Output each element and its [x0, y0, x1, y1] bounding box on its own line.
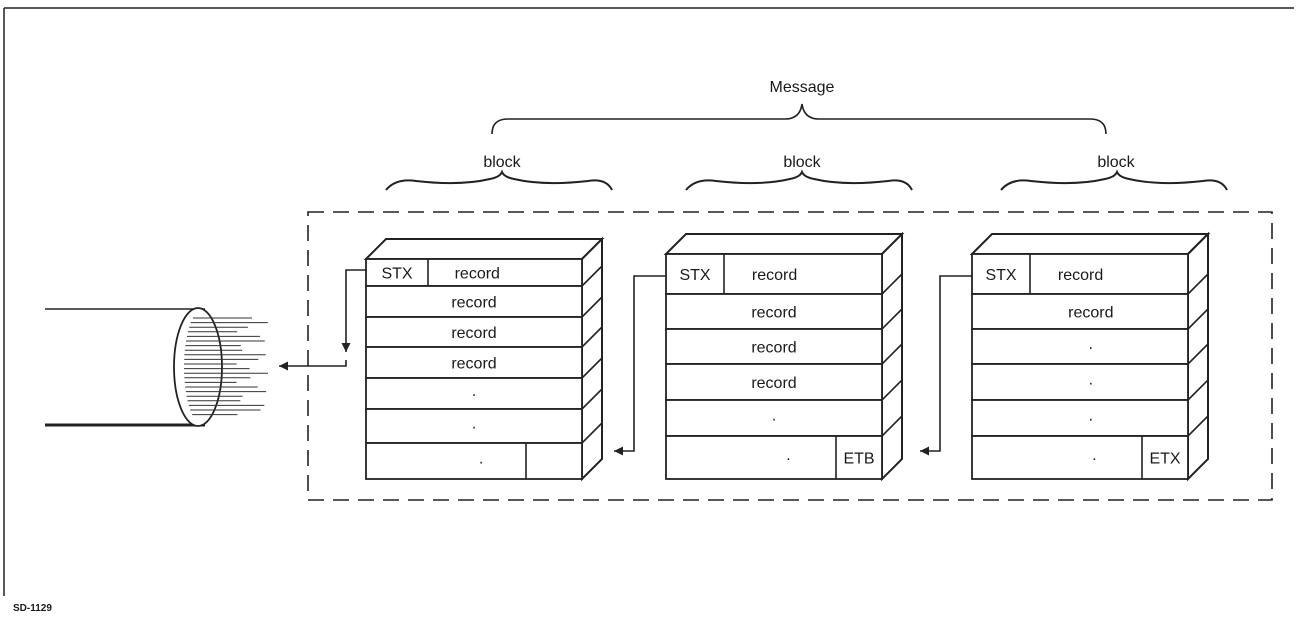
flow-arrow-to-cable: [279, 360, 347, 367]
record-row: record: [365, 316, 583, 348]
record-label: record: [751, 305, 796, 322]
record-row: ·: [365, 442, 583, 480]
record-row: STX record: [365, 258, 583, 287]
block-side-face: [881, 231, 903, 482]
record-label: record: [1068, 305, 1113, 322]
control-char-label: STX: [985, 267, 1016, 284]
block-side-face: [1187, 231, 1209, 482]
block-stack-1: STX record record record record · · ·: [363, 236, 605, 482]
record-row: STX record: [971, 253, 1189, 295]
record-row: ·: [971, 363, 1189, 401]
flow-arrow-into-stx: [345, 269, 366, 352]
ellipsis-dot: ·: [1088, 411, 1093, 428]
control-char-label: STX: [381, 266, 412, 283]
record-label: record: [752, 267, 797, 284]
block-brace-2: [685, 169, 913, 191]
ellipsis-dot: ·: [1088, 375, 1093, 392]
record-row: ·: [365, 377, 583, 410]
control-char-label: ETB: [843, 451, 874, 468]
record-row: ·: [971, 399, 1189, 437]
block-label-3: block: [1097, 154, 1135, 171]
record-row: ETX ·: [971, 435, 1189, 480]
ellipsis-dot: ·: [471, 387, 476, 404]
record-row: STX record: [665, 253, 883, 295]
record-label: record: [451, 295, 496, 312]
record-row: record: [365, 346, 583, 379]
block-stack-3: STX record record · · · ETX ·: [969, 231, 1211, 482]
control-char-label: STX: [679, 267, 710, 284]
figure-id: SD-1129: [13, 603, 52, 614]
record-row: record: [665, 293, 883, 330]
record-row: ·: [971, 328, 1189, 365]
ellipsis-dot: ·: [479, 454, 484, 471]
record-label: record: [751, 375, 796, 392]
record-row: ETB ·: [665, 435, 883, 480]
block-top-face: [663, 233, 905, 255]
record-label: record: [751, 340, 796, 357]
block-label-1: block: [483, 154, 521, 171]
block-top-face: [363, 238, 605, 260]
message-brace: [491, 103, 1107, 135]
ellipsis-dot: ·: [1092, 451, 1097, 468]
cable-icon: [45, 307, 268, 427]
record-row: record: [665, 328, 883, 365]
record-row: record: [365, 285, 583, 318]
ellipsis-dot: ·: [771, 411, 776, 428]
block-brace-1: [385, 169, 613, 191]
flow-arrow-block2-to-block1: [614, 275, 666, 452]
record-row: record: [971, 293, 1189, 330]
ellipsis-dot: ·: [786, 451, 791, 468]
ellipsis-dot: ·: [1088, 340, 1093, 357]
ellipsis-dot: ·: [471, 419, 476, 436]
record-row: ·: [665, 399, 883, 437]
record-row: ·: [365, 408, 583, 444]
record-label: record: [455, 266, 500, 283]
record-label: record: [451, 356, 496, 373]
flow-arrow-block3-to-block2: [920, 275, 972, 452]
block-stack-2: STX record record record record · ETB ·: [663, 231, 905, 482]
record-label: record: [451, 325, 496, 342]
record-row: record: [665, 363, 883, 401]
record-label: record: [1058, 267, 1103, 284]
message-title: Message: [770, 79, 835, 96]
block-label-2: block: [783, 154, 821, 171]
control-char-label: ETX: [1149, 451, 1180, 468]
dashed-message-boundary: [307, 211, 1273, 501]
block-top-face: [969, 233, 1211, 255]
block-brace-3: [1000, 169, 1228, 191]
